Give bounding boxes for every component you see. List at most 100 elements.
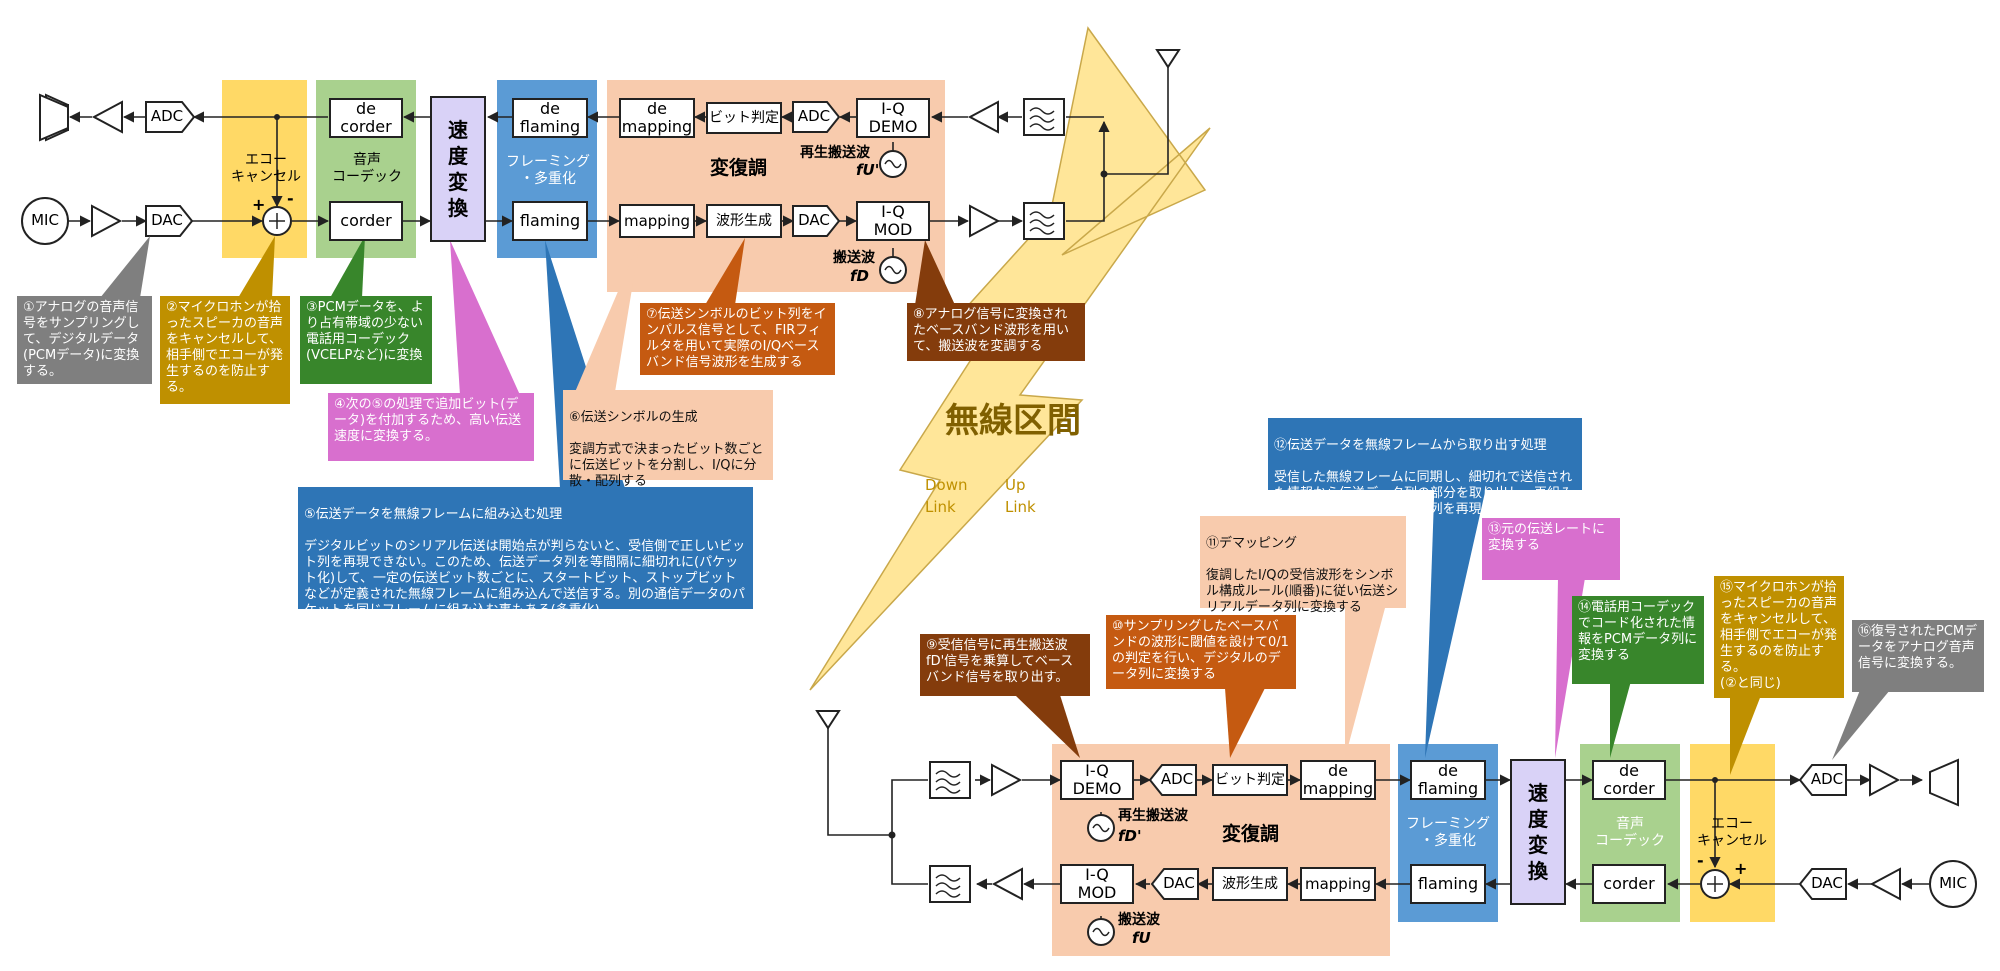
note-4: ④次の⑤の処理で追加ビット(データ)を付加するため、高い伝送速度に変換する。 xyxy=(328,393,534,461)
bottom-echo-label: エコー キャンセル xyxy=(1697,816,1767,849)
top-recovered-carrier-symbol: fU' xyxy=(856,161,880,179)
note-5: ⑤伝送データを無線フレームに組み込む処理 デジタルビットのシリアル伝送は開始点が… xyxy=(298,487,753,618)
bottom-flaming-block: flaming xyxy=(1410,864,1486,904)
bottom-framing-label: フレーミング ・多重化 xyxy=(1406,816,1490,849)
top-corder-block: corder xyxy=(329,201,403,241)
top-demapping-block: de mapping xyxy=(619,98,695,138)
top-adc-demod-label: ADC xyxy=(797,107,831,125)
bottom-mic-circle xyxy=(1929,860,1977,908)
top-iq-mod-block: I-Q MOD xyxy=(856,201,930,241)
bottom-adc-demod-label: ADC xyxy=(1160,770,1194,788)
top-iq-demo-block: I-Q DEMO xyxy=(856,98,930,138)
bottom-carrier-symbol: fU xyxy=(1132,929,1151,947)
note-12: ⑫伝送データを無線フレームから取り出す処理 受信した無線フレームに同期し、細切れ… xyxy=(1268,418,1582,517)
bottom-amp-in xyxy=(1869,867,1901,901)
bottom-filter-rx xyxy=(929,761,971,799)
pointer-n2 xyxy=(238,236,275,298)
down-link-label: Down Link xyxy=(925,476,968,516)
top-filter-rx xyxy=(1023,98,1065,136)
top-deflaming-block: de flaming xyxy=(512,98,588,138)
bottom-decorder-block: de corder xyxy=(1592,760,1666,800)
bottom-modem-label: 変復調 xyxy=(1222,823,1280,845)
bottom-minus-sign: - xyxy=(1697,851,1704,870)
note-12-title: ⑫伝送データを無線フレームから取り出す処理 xyxy=(1274,438,1547,453)
top-carrier-symbol: fD xyxy=(850,267,869,285)
pointer-n12 xyxy=(1425,470,1490,758)
bottom-antenna-icon xyxy=(815,710,841,730)
pointer-n11 xyxy=(1345,608,1385,758)
top-carrier-label: 搬送波 xyxy=(833,250,875,266)
top-codec-label: 音声 コーデック xyxy=(332,152,402,185)
top-dac-mod-label: DAC xyxy=(798,211,830,229)
note-11-title: ⑪デマッピング xyxy=(1206,536,1298,551)
pointer-n7 xyxy=(705,238,745,305)
note-10: ⑩サンプリングしたベースバンドの波形に閾値を設けて0/1の判定を行い、デジタルの… xyxy=(1106,615,1296,689)
top-plus-sign: + xyxy=(252,195,266,214)
pointer-n15 xyxy=(1730,685,1765,775)
pointer-n4 xyxy=(450,240,520,395)
top-amp-in xyxy=(91,204,123,238)
note-16: ⑯復号されたPCMデータをアナログ音声信号に変換する。 xyxy=(1852,620,1984,692)
bottom-waveform-block: 波形生成 xyxy=(1212,867,1288,901)
bottom-filter-tx xyxy=(929,865,971,903)
top-amp-rx xyxy=(967,100,999,134)
bottom-codec-label: 音声 コーデック xyxy=(1595,816,1665,849)
top-modem-label: 変復調 xyxy=(710,157,768,179)
top-dac-pentagon xyxy=(145,205,194,237)
bottom-amp-rx xyxy=(991,763,1023,797)
top-dac-label: DAC xyxy=(151,211,183,229)
top-amp-tx xyxy=(969,204,1001,238)
bottom-recovered-carrier-label: 再生搬送波 xyxy=(1118,808,1188,824)
note-3: ③PCMデータを、より占有帯域の少ない電話用コーデック(VCELPなど)に変換 xyxy=(300,296,432,384)
bottom-dac-mod-label: DAC xyxy=(1163,874,1195,892)
bottom-iq-mod-block: I-Q MOD xyxy=(1060,864,1134,904)
bottom-carrier-label: 搬送波 xyxy=(1118,912,1160,928)
top-waveform-block: 波形生成 xyxy=(706,204,782,238)
bottom-dac-mod-pentagon xyxy=(1150,868,1199,900)
note-1: ①アナログの音声信号をサンプリングして、デジタルデータ(PCMデータ)に変換する… xyxy=(17,296,152,384)
note-15: ⑮マイクロホンが拾ったスピーカの音声をキャンセルして、相手側でエコーが発生するの… xyxy=(1714,576,1844,698)
up-link-label: Up Link xyxy=(1005,476,1036,516)
pointer-n3 xyxy=(330,236,365,298)
note-5-body: デジタルビットのシリアル伝送は開始点が判らないと、受信側で正しいビット列を再現で… xyxy=(304,539,746,618)
top-echo-label: エコー キャンセル xyxy=(231,152,301,185)
bottom-amp-out xyxy=(1869,763,1901,797)
top-speed-conversion-block: 速 度 変 換 xyxy=(430,96,486,242)
top-framing-label: フレーミング ・多重化 xyxy=(506,154,590,187)
pointer-n9 xyxy=(1015,695,1080,758)
pointer-n6 xyxy=(575,240,640,392)
top-adc-out-label: ADC xyxy=(150,107,184,125)
bottom-speaker xyxy=(1929,758,1959,807)
bottom-adc-out-label: ADC xyxy=(1810,770,1844,788)
bottom-recovered-carrier-symbol: fD' xyxy=(1118,827,1142,845)
bottom-demapping-block: de mapping xyxy=(1300,760,1376,800)
note-12-body: 受信した無線フレームに同期し、細切れで送信された情報から伝送データ列の部分を取り… xyxy=(1274,470,1574,517)
top-recovered-carrier-label: 再生搬送波 xyxy=(800,145,870,161)
top-filter-tx xyxy=(1023,202,1065,240)
top-adc-out-pentagon xyxy=(145,101,196,133)
bottom-mic-label: MIC xyxy=(1939,874,1967,892)
note-6: ⑥伝送シンボルの生成 変調方式で決まったビット数ごとに伝送ビットを分割し、I/Q… xyxy=(563,390,773,489)
top-speaker xyxy=(39,93,69,142)
note-14: ⑭電話用コーデックでコード化された情報をPCMデータ列に変換する xyxy=(1572,596,1704,684)
pointer-n1 xyxy=(100,236,150,298)
note-8: ⑧アナログ信号に変換されたベースバンド波形を用いて、搬送波を変調する xyxy=(907,303,1085,361)
bottom-deflaming-block: de flaming xyxy=(1410,760,1486,800)
pointer-n8 xyxy=(915,240,955,305)
bottom-bit-decision-block: ビット判定 xyxy=(1212,764,1288,796)
bottom-dac-pentagon xyxy=(1798,868,1847,900)
bottom-iq-demo-block: I-Q DEMO xyxy=(1060,760,1134,800)
note-11: ⑪デマッピング 復調したI/Qの受信波形をシンボル構成ルール(順番)に従い伝送シ… xyxy=(1200,516,1406,615)
top-mic-label: MIC xyxy=(31,211,59,229)
top-flaming-block: flaming xyxy=(512,201,588,241)
pointer-n16 xyxy=(1832,690,1890,760)
top-amp-out xyxy=(91,100,123,134)
top-dac-mod-pentagon xyxy=(792,205,841,237)
note-9: ⑨受信信号に再生搬送波fD'信号を乗算してベースバンド信号を取り出す。 xyxy=(920,634,1090,696)
bottom-amp-tx xyxy=(991,867,1023,901)
note-6-title: ⑥伝送シンボルの生成 xyxy=(569,410,698,425)
top-decorder-block: de corder xyxy=(329,98,403,138)
note-2: ②マイクロホンが拾ったスピーカの音声をキャンセルして、相手側でエコーが発生するの… xyxy=(160,296,290,404)
bottom-mapping-block: mapping xyxy=(1300,867,1376,901)
top-bit-decision-block: ビット判定 xyxy=(706,102,782,134)
